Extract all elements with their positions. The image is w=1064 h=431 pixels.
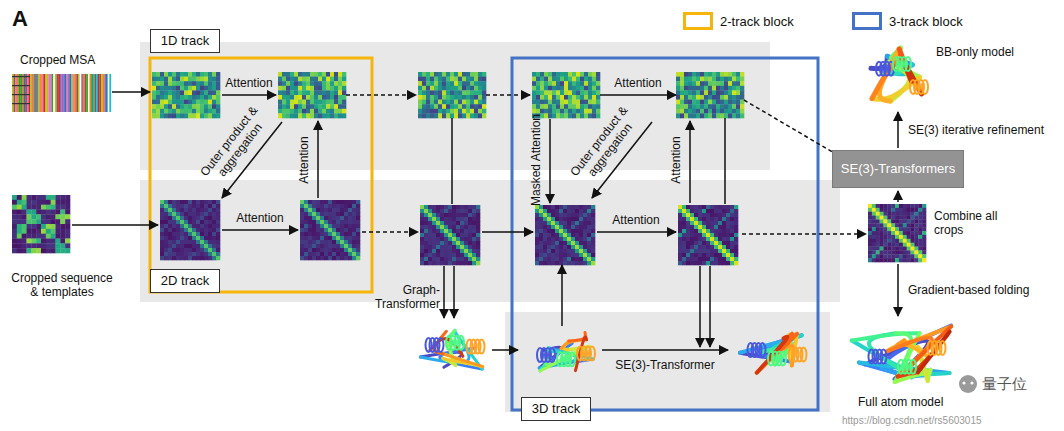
heatmap bbox=[152, 72, 220, 118]
output-label: BB-only model bbox=[936, 46, 1014, 60]
node-text: 3D track bbox=[532, 401, 580, 416]
flow-arrows bbox=[72, 92, 898, 350]
heatmap bbox=[535, 205, 595, 265]
heatmap bbox=[420, 205, 480, 265]
heatmap bbox=[418, 72, 486, 118]
msa-image bbox=[12, 74, 111, 112]
operation-label: Masked Attention bbox=[530, 114, 544, 206]
track-label-box: 2D track bbox=[150, 269, 220, 293]
operation-label: Attention bbox=[225, 77, 272, 91]
protein-structure bbox=[537, 333, 595, 371]
heatmap bbox=[300, 200, 360, 260]
legend-entry: 2-track block bbox=[683, 12, 794, 30]
heatmap bbox=[676, 72, 744, 118]
heatmap bbox=[678, 205, 738, 265]
node-text: SE(3)-Transformers bbox=[841, 161, 955, 176]
operation-label: Outer product & aggregation bbox=[567, 103, 643, 189]
operation-label: Attention bbox=[236, 212, 283, 226]
operation-label: SE(3)-Transformer bbox=[615, 359, 715, 373]
watermark: 量子位 bbox=[982, 375, 1027, 392]
operation-label: Graph-Transformer bbox=[372, 284, 440, 312]
operation-label: Outer product & aggregation bbox=[197, 103, 273, 189]
node-text: 1D track bbox=[161, 33, 209, 48]
legend-text: 3-track block bbox=[889, 14, 963, 29]
heatmap bbox=[160, 200, 220, 260]
input-label: Cropped sequence & templates bbox=[7, 272, 117, 300]
process-box: SE(3)-Transformers bbox=[832, 150, 964, 188]
track-band bbox=[140, 180, 840, 302]
two-track-block bbox=[150, 58, 372, 292]
legend-text: 2-track block bbox=[720, 14, 794, 29]
legend-swatch bbox=[683, 12, 713, 30]
heatmap bbox=[278, 72, 346, 118]
operation-label: Attention bbox=[614, 77, 661, 91]
output-label: Full atom model bbox=[858, 396, 943, 410]
watermark-icon bbox=[959, 375, 977, 393]
legend-entry: 3-track block bbox=[852, 12, 963, 30]
legend-swatch bbox=[852, 12, 882, 30]
operation-label: Attention bbox=[612, 214, 659, 228]
protein-structure bbox=[420, 330, 484, 369]
step-label: SE(3) iterative refinement bbox=[908, 124, 1044, 138]
protein-structure bbox=[871, 48, 928, 101]
protein-structure bbox=[852, 326, 951, 382]
operation-label: Attention bbox=[670, 136, 684, 183]
node-text: 2D track bbox=[161, 273, 209, 288]
heatmap bbox=[12, 195, 70, 253]
step-label: Gradient-based folding bbox=[908, 284, 1029, 298]
protein-structure bbox=[740, 334, 807, 373]
watermark-url: https://blog.csdn.net/rs5603015 bbox=[842, 415, 982, 427]
panel-letter: A bbox=[12, 6, 28, 31]
operation-label: Attention bbox=[298, 136, 312, 183]
input-label: Cropped MSA bbox=[20, 54, 95, 68]
heatmap bbox=[868, 204, 926, 262]
heatmap bbox=[532, 72, 600, 118]
track-label-box: 3D track bbox=[521, 397, 591, 421]
track-label-box: 1D track bbox=[150, 29, 220, 53]
step-label: Combine all crops bbox=[934, 210, 1000, 238]
